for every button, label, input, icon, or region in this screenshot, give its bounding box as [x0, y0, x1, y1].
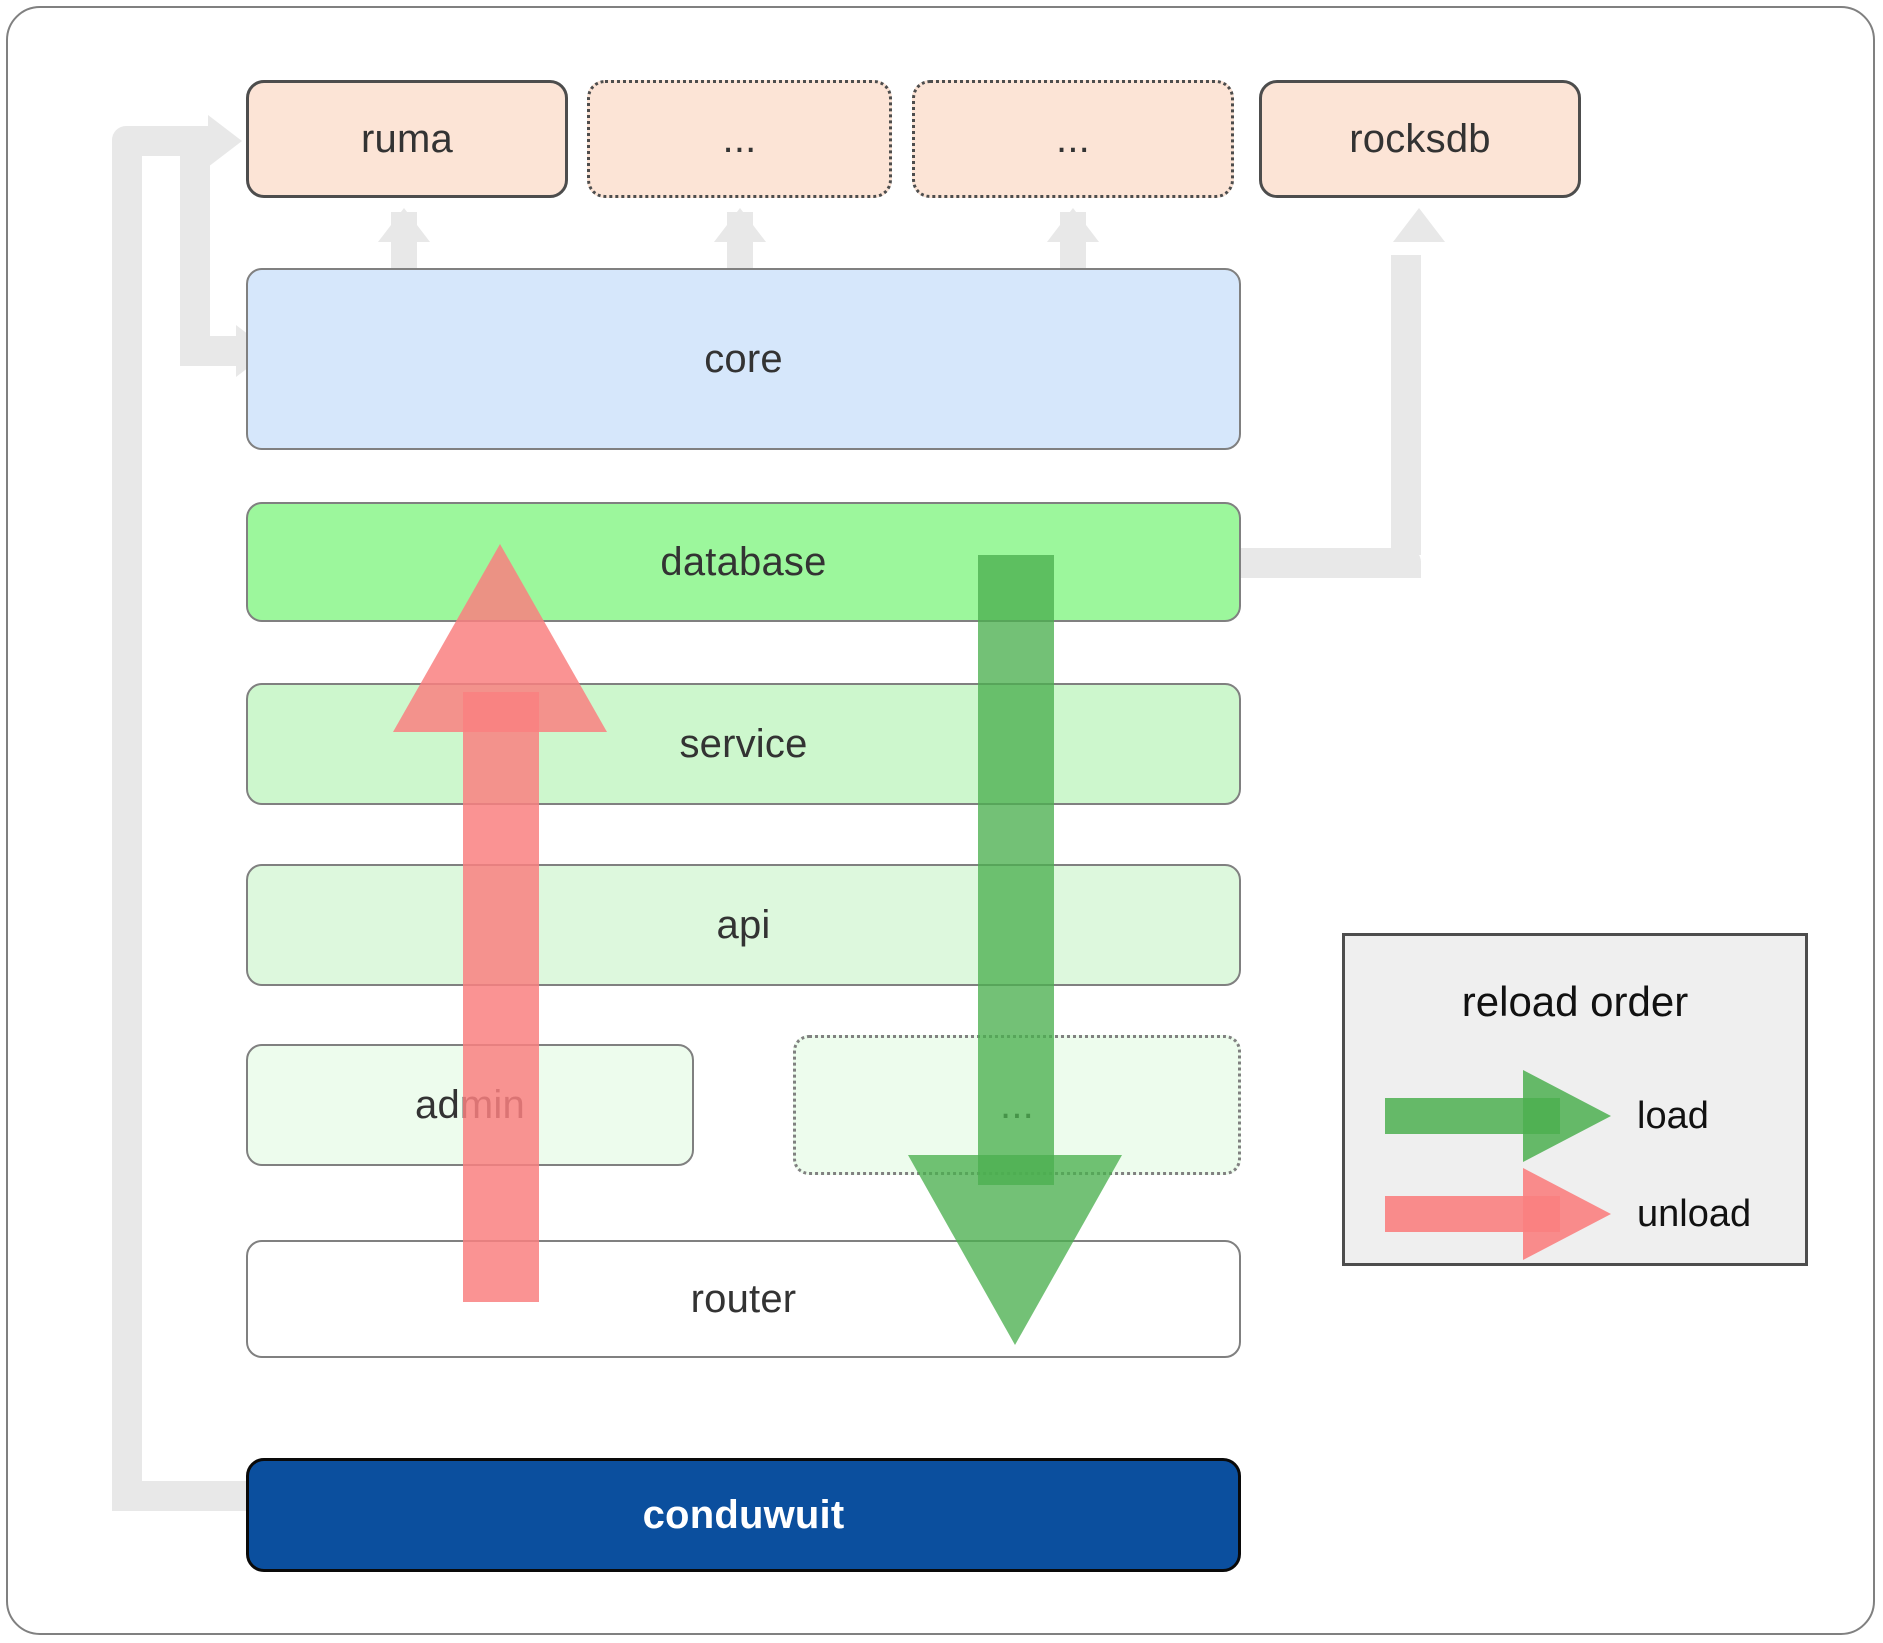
connector-arrow-ruma: [208, 115, 242, 167]
connector-arrow-up-rocksdb: [1393, 208, 1445, 242]
layer-node-api[interactable]: api: [246, 864, 1241, 986]
connector-branch-core: [180, 126, 210, 350]
layer-label-core: core: [704, 336, 783, 381]
dependency-label-ruma: ruma: [361, 116, 453, 161]
connector-database-to-rocksdb-vertical: [1391, 255, 1421, 555]
layer-node-router[interactable]: router: [246, 1240, 1241, 1358]
connector-trunk-vertical: [112, 126, 142, 1511]
legend-panel: reload order load: [1342, 933, 1808, 1266]
dependency-node-rocksdb[interactable]: rocksdb: [1259, 80, 1581, 198]
legend-swatch-unload: [1385, 1166, 1615, 1262]
legend-title: reload order: [1461, 978, 1689, 1025]
legend-label-unload: unload: [1637, 1192, 1752, 1235]
connector-arrow-up-dots2: [1047, 208, 1099, 242]
dependency-label-rocksdb: rocksdb: [1349, 116, 1491, 161]
legend-item-load: load: [1385, 1068, 1771, 1164]
dependency-node-dots-1[interactable]: ...: [587, 80, 892, 198]
layer-node-core[interactable]: core: [246, 268, 1241, 450]
root-node-conduwuit[interactable]: conduwuit: [246, 1458, 1241, 1572]
legend-swatch-load: [1385, 1068, 1615, 1164]
dependency-label-dots-2: ...: [1056, 116, 1090, 161]
connector-trunk-to-root: [112, 1481, 252, 1511]
root-label-conduwuit: conduwuit: [642, 1492, 845, 1537]
connector-arrow-up-dots1: [714, 208, 766, 242]
layer-label-api: api: [716, 902, 771, 947]
legend-item-unload: unload: [1385, 1166, 1771, 1262]
connector-branch-core-horizontal: [180, 336, 242, 366]
dependency-node-dots-2[interactable]: ...: [912, 80, 1234, 198]
connector-arrow-up-ruma: [378, 208, 430, 242]
dependency-label-dots-1: ...: [722, 116, 757, 161]
layer-label-database: database: [660, 539, 827, 584]
layer-label-service: service: [679, 721, 808, 766]
load-arrow: [908, 555, 1122, 1345]
layer-label-router: router: [690, 1276, 797, 1321]
legend-label-load: load: [1637, 1094, 1709, 1137]
unload-arrow: [393, 544, 607, 1302]
dependency-node-ruma[interactable]: ruma: [246, 80, 568, 198]
